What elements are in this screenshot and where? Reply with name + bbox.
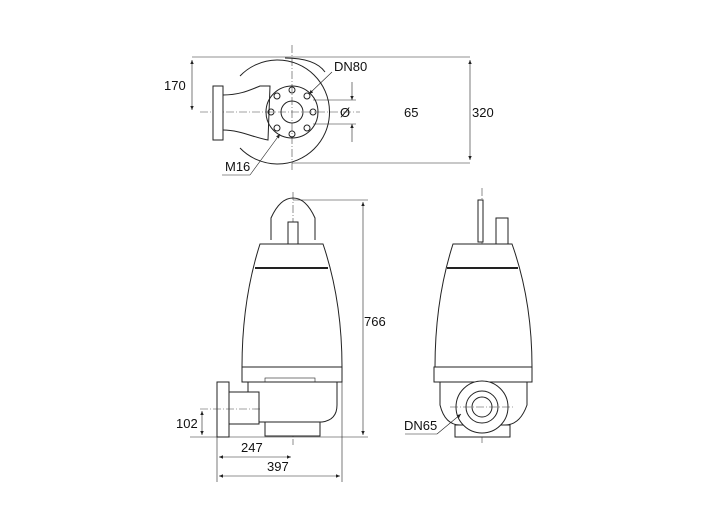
bolt-holes xyxy=(267,86,317,138)
motor-housing-front xyxy=(434,243,533,368)
dim-102: 102 xyxy=(176,416,198,431)
dim-397: 397 xyxy=(267,459,289,474)
dim-170: 170 xyxy=(164,78,186,93)
dim-766: 766 xyxy=(364,314,386,329)
dim-247: 247 xyxy=(241,440,263,455)
outlet-flange-side xyxy=(216,381,230,438)
motor-housing-side xyxy=(241,243,343,368)
side-view: 766 102 247 397 xyxy=(176,192,386,482)
label-dn80: DN80 xyxy=(334,59,367,74)
top-view: 170 320 DN80 M16 Ø 65 xyxy=(164,45,494,176)
symbol-phi: Ø xyxy=(340,105,350,120)
front-view: DN65 xyxy=(404,188,533,445)
outlet-flange-top xyxy=(212,85,224,141)
dim-320: 320 xyxy=(472,105,494,120)
label-dn65: DN65 xyxy=(404,418,437,433)
label-m16: M16 xyxy=(225,159,250,174)
dim-65: 65 xyxy=(404,105,418,120)
